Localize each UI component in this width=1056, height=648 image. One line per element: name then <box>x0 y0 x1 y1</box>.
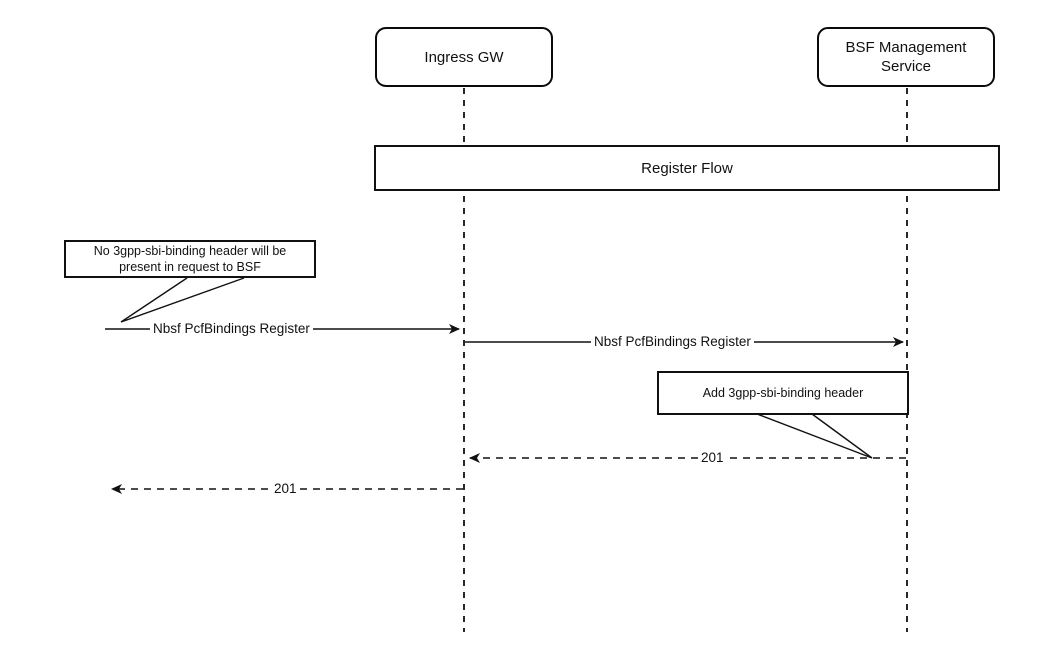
message-label-4-text: 201 <box>274 481 297 496</box>
message-label-2-text: Nbsf PcfBindings Register <box>594 334 751 349</box>
note-line-2: present in request to BSF <box>119 260 261 274</box>
message-label-2: Nbsf PcfBindings Register <box>591 334 754 350</box>
frame-register-flow[interactable]: Register Flow <box>374 145 1000 191</box>
participant-label-ingress-gw: Ingress GW <box>424 48 504 66</box>
note-no-binding-header[interactable]: No 3gpp-sbi-binding header will be prese… <box>64 240 316 278</box>
note-2-line-1: Add 3gpp-sbi-binding header <box>702 386 864 400</box>
frame-label-register-flow: Register Flow <box>641 159 733 177</box>
message-label-4: 201 <box>272 481 299 497</box>
message-label-3-text: 201 <box>701 450 724 465</box>
participant-label-bsf-management-service: BSF Management Service <box>845 39 967 75</box>
note-line-1: No 3gpp-sbi-binding header will be <box>93 244 287 258</box>
note-add-binding-header[interactable]: Add 3gpp-sbi-binding header <box>657 371 909 415</box>
message-label-1-text: Nbsf PcfBindings Register <box>153 321 310 336</box>
participant-box-bsf-management-service[interactable]: BSF Management Service <box>817 27 995 87</box>
participant-box-ingress-gw[interactable]: Ingress GW <box>375 27 553 87</box>
note-leader-no-binding-header <box>120 277 245 323</box>
message-label-1: Nbsf PcfBindings Register <box>150 321 313 337</box>
note-leader-add-binding-header <box>756 413 873 459</box>
message-label-3: 201 <box>699 450 726 466</box>
